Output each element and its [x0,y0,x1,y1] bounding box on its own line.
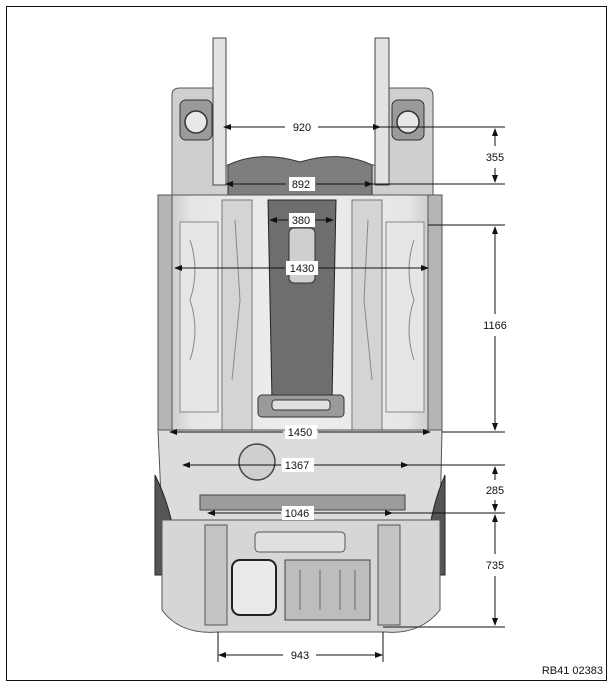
right-panel-detail [408,239,415,361]
dim-label-285: 285 [486,485,504,497]
rear-left-rail [204,524,228,626]
right-seat-panel [385,221,425,413]
dim-label-1430: 1430 [290,263,314,275]
spare-wheel-opening [231,559,277,616]
dimension-lines [169,124,505,662]
dimension-labels: 920 892 380 1430 1450 1367 1046 943 355 … [282,120,507,662]
tunnel-bracket-inner [271,399,331,411]
rear-panel [284,559,371,621]
dim-label-943: 943 [291,650,309,662]
dim-label-1166: 1166 [483,320,507,332]
left-seat-panel [179,221,219,413]
figure-reference-code: RB41 02383 [541,665,603,677]
rear-right-rail [377,524,401,626]
dim-label-1450: 1450 [288,427,312,439]
dim-label-735: 735 [486,560,504,572]
right-strut-mount-icon [396,110,420,134]
left-strut-mount-icon [184,110,208,134]
diagram-frame [6,6,607,681]
left-panel-detail [189,239,196,361]
left-longitudinal [221,199,253,431]
right-bracket-detail [363,219,373,381]
rear-crossmember [199,494,406,511]
dim-label-1046: 1046 [285,508,309,520]
dim-label-355: 355 [486,152,504,164]
rear-valance [254,531,346,553]
left-bracket-detail [231,219,241,381]
vehicle-underbody [154,37,446,633]
spare-well-icon [238,443,276,481]
rear-panel-detail [299,570,356,610]
right-front-rail [374,37,390,186]
dim-label-920: 920 [293,122,311,134]
right-sill [427,194,443,431]
dim-label-1367: 1367 [285,460,309,472]
dim-label-380: 380 [292,215,310,227]
left-front-rail [212,37,227,186]
left-sill [157,194,173,431]
dim-label-892: 892 [292,179,310,191]
